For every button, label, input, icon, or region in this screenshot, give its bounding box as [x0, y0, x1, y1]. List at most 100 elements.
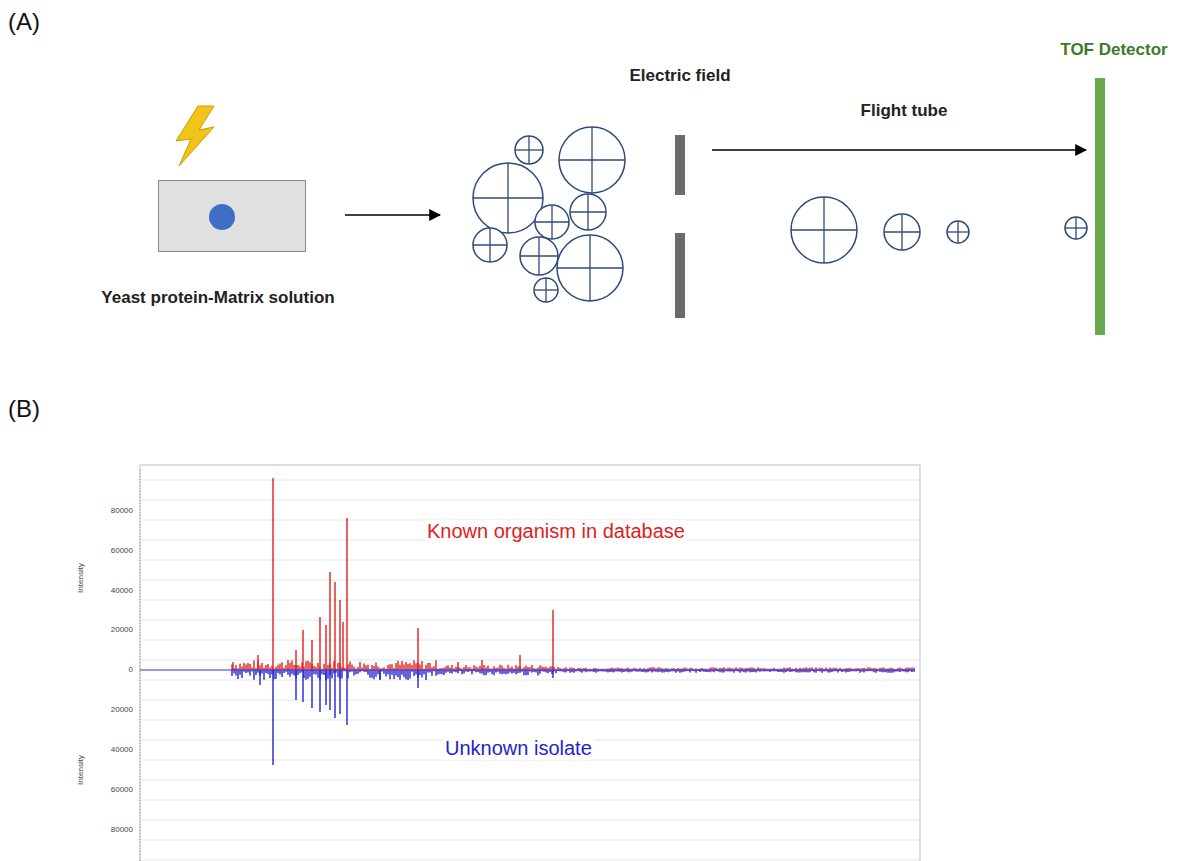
peak-known	[365, 665, 366, 670]
peak-known	[287, 660, 288, 670]
peak-known	[351, 665, 352, 670]
peak-known	[473, 665, 474, 670]
peak-unknown	[437, 670, 438, 675]
peak-known	[465, 665, 466, 670]
peak-unknown	[235, 670, 236, 676]
peak-known	[325, 625, 326, 670]
peak-unknown	[307, 670, 308, 679]
ion-symbol	[557, 235, 623, 301]
peak-unknown	[305, 670, 306, 680]
peak-unknown	[311, 670, 312, 708]
peak-known	[427, 663, 428, 670]
peak-unknown	[293, 670, 294, 675]
peak-unknown	[369, 670, 370, 678]
ion-symbol	[559, 127, 625, 193]
tick-label: 40000	[111, 745, 133, 754]
peak-unknown	[417, 670, 418, 688]
peak-unknown	[309, 670, 310, 677]
ion-symbol	[947, 221, 969, 243]
peak-unknown	[377, 670, 378, 674]
peak-known	[501, 665, 502, 670]
peak-known	[429, 663, 430, 670]
ion-symbol	[570, 194, 606, 230]
peak-unknown	[395, 670, 396, 675]
grid-line	[141, 780, 919, 781]
peak-known	[281, 662, 282, 670]
peak-unknown	[263, 670, 264, 680]
grid-line	[141, 820, 919, 821]
ion-symbol	[520, 237, 558, 275]
peak-unknown	[399, 670, 400, 680]
ion-symbol	[473, 228, 507, 262]
field-plate	[675, 233, 685, 318]
grid-line	[141, 860, 919, 861]
peak-known	[249, 664, 250, 670]
peak-known	[479, 666, 480, 670]
peak-unknown	[501, 670, 502, 674]
peak-unknown	[323, 670, 324, 675]
peak-known	[359, 662, 360, 670]
tick-label: 0	[129, 665, 133, 674]
peak-known	[309, 662, 310, 670]
grid-line	[141, 800, 919, 801]
peak-unknown	[387, 670, 388, 674]
peak-known	[334, 582, 335, 670]
peak-known	[405, 662, 406, 670]
peak-known	[419, 664, 420, 670]
peak-unknown	[397, 670, 398, 677]
peak-known	[327, 665, 328, 670]
sample-spot	[209, 204, 235, 230]
peak-unknown	[407, 670, 408, 680]
peak-unknown	[253, 670, 254, 680]
peak-unknown	[423, 670, 424, 674]
peak-unknown	[317, 670, 318, 678]
grid-line	[141, 580, 919, 581]
peak-unknown	[409, 670, 410, 678]
peak-known	[285, 665, 286, 670]
peak-unknown	[272, 670, 273, 765]
peak-known	[253, 661, 254, 670]
peak-known	[515, 665, 516, 670]
peak-known	[519, 655, 520, 670]
peak-unknown	[353, 670, 354, 675]
peak-unknown	[385, 670, 386, 676]
peak-known	[289, 663, 290, 670]
peak-unknown	[431, 670, 432, 676]
peak-known	[387, 665, 388, 670]
peak-known	[311, 640, 312, 670]
peak-unknown	[239, 670, 240, 675]
detector-bar	[1095, 78, 1105, 335]
flight-arrow	[712, 149, 1086, 151]
peak-known	[413, 660, 414, 670]
peak-unknown	[355, 670, 356, 674]
ion-symbol	[515, 136, 543, 164]
peak-known	[339, 600, 340, 670]
ion-symbol	[791, 197, 857, 263]
peak-unknown	[375, 670, 376, 677]
grid-line	[141, 560, 919, 561]
peak-known	[337, 663, 338, 670]
peak-known	[247, 663, 248, 670]
peak-known	[539, 665, 540, 670]
peak-known	[397, 661, 398, 670]
process-arrow	[345, 214, 440, 216]
peak-unknown	[231, 670, 232, 676]
peak-known	[349, 661, 350, 670]
peak-unknown	[255, 670, 256, 675]
peak-known	[302, 630, 303, 670]
peak-unknown	[537, 670, 538, 675]
peak-unknown	[441, 670, 442, 674]
peak-unknown	[279, 670, 280, 675]
peak-unknown	[315, 670, 316, 675]
peak-unknown	[443, 670, 444, 675]
peak-known	[291, 660, 292, 670]
peak-known	[363, 663, 364, 670]
sample-caption: Yeast protein-Matrix solution	[16, 288, 420, 308]
peak-unknown	[419, 670, 420, 675]
peak-known	[317, 663, 318, 670]
peak-unknown	[373, 670, 374, 679]
peak-unknown	[371, 670, 372, 678]
peak-known	[367, 665, 368, 670]
peak-known	[323, 664, 324, 670]
